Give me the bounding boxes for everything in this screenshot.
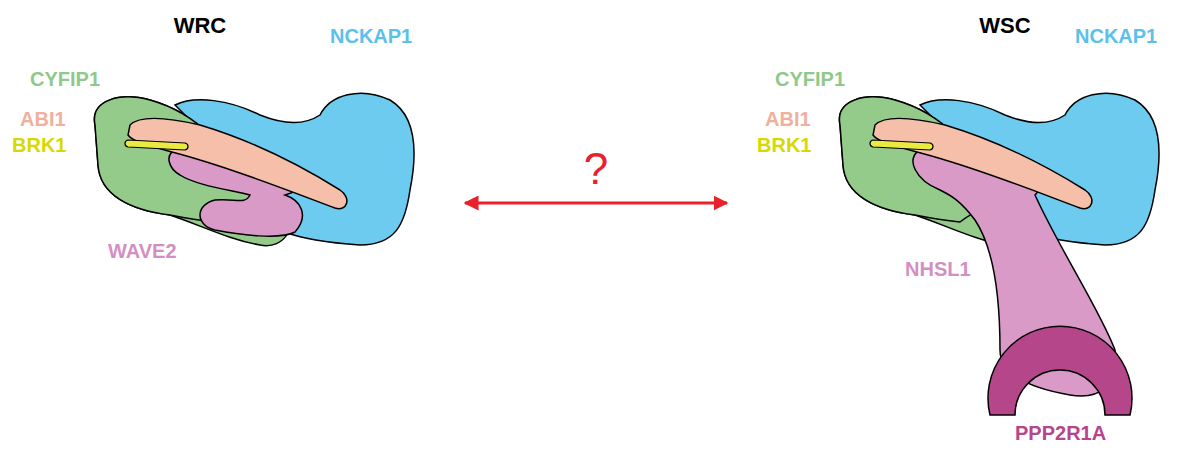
protein-label: PPP2R1A xyxy=(1015,422,1106,444)
double-arrow xyxy=(465,202,727,205)
ppp2r1a-shape xyxy=(988,326,1132,415)
abi1-shape xyxy=(128,119,347,209)
abi1-shape xyxy=(873,119,1092,209)
complex-title: WSC xyxy=(979,13,1030,39)
protein-label: ABI1 xyxy=(20,108,66,130)
complex-title: WRC xyxy=(174,13,227,39)
edge-label: ? xyxy=(584,147,608,191)
brk1-shape xyxy=(870,140,933,150)
protein-label: NHSL1 xyxy=(905,258,971,280)
protein-label: BRK1 xyxy=(757,134,811,156)
protein-label: NCKAP1 xyxy=(330,25,412,47)
protein-label: NCKAP1 xyxy=(1075,25,1157,47)
protein-label: ABI1 xyxy=(765,108,811,130)
protein-label: CYFIP1 xyxy=(30,68,100,90)
wsc-illustration xyxy=(839,93,1158,415)
protein-label: BRK1 xyxy=(12,134,66,156)
wrc-illustration xyxy=(94,93,413,245)
protein-label: WAVE2 xyxy=(108,240,177,262)
brk1-shape xyxy=(125,140,188,150)
protein-label: CYFIP1 xyxy=(775,68,845,90)
